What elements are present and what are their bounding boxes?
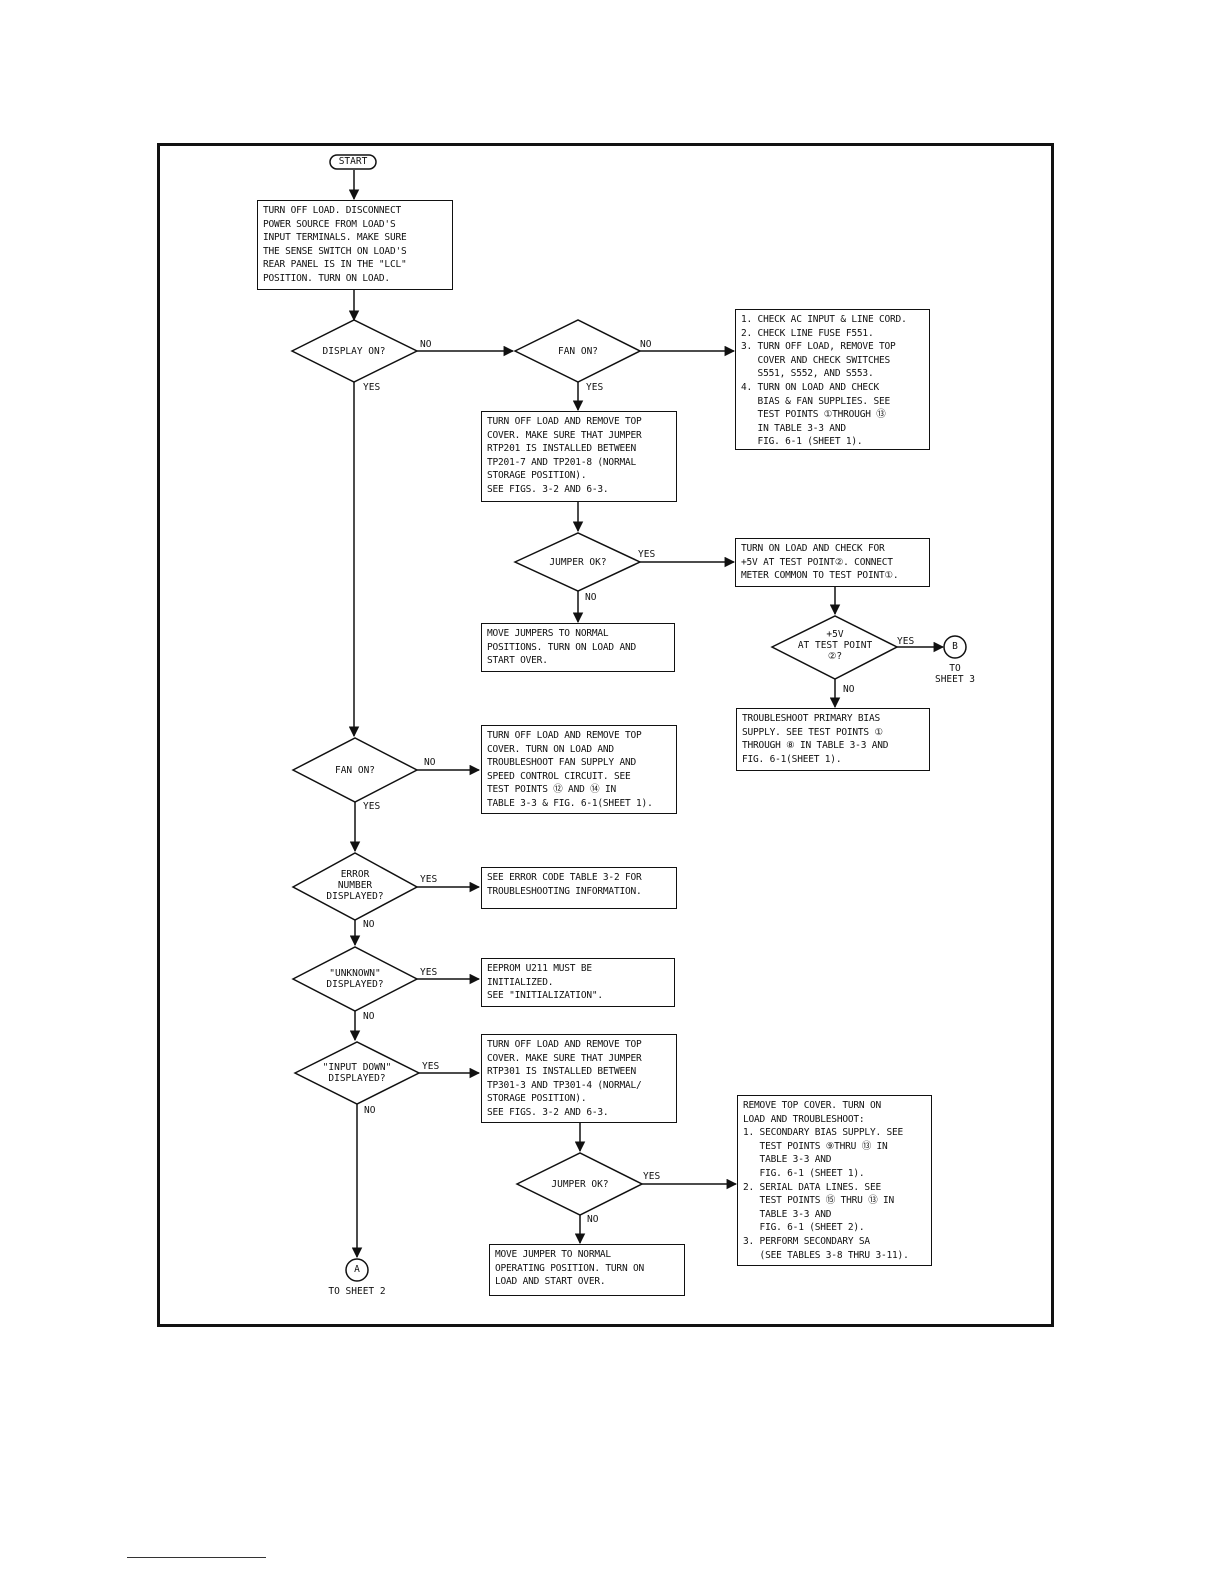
diagram-frame <box>157 143 1054 1327</box>
box-primary-bias: TROUBLESHOOT PRIMARY BIAS SUPPLY. SEE TE… <box>736 708 930 771</box>
box-check-ac: 1. CHECK AC INPUT & LINE CORD. 2. CHECK … <box>735 309 930 450</box>
to-sheet-3: TO SHEET 3 <box>934 663 976 685</box>
label-yes: YES <box>897 636 915 647</box>
connector-a-circle <box>345 1258 369 1282</box>
label-yes: YES <box>363 382 381 393</box>
box-jumper-rtp201: TURN OFF LOAD AND REMOVE TOP COVER. MAKE… <box>481 411 677 502</box>
box-secondary: REMOVE TOP COVER. TURN ON LOAD AND TROUB… <box>737 1095 932 1266</box>
box-initial: TURN OFF LOAD. DISCONNECT POWER SOURCE F… <box>257 200 453 290</box>
label-yes: YES <box>643 1171 661 1182</box>
decision-unknown-text: "UNKNOWN" DISPLAYED? <box>326 968 384 990</box>
start-label: START <box>338 156 368 167</box>
label-no: NO <box>640 339 652 350</box>
box-eeprom: EEPROM U211 MUST BE INITIALIZED. SEE "IN… <box>481 958 675 1007</box>
label-no: NO <box>364 1105 376 1116</box>
label-no: NO <box>587 1214 599 1225</box>
box-error-table: SEE ERROR CODE TABLE 3-2 FOR TROUBLESHOO… <box>481 867 677 909</box>
label-no: NO <box>363 1011 375 1022</box>
start-terminator <box>329 154 377 170</box>
decision-5v-text: +5V AT TEST POINT ②? <box>797 629 873 662</box>
decision-fan-on-2-text: FAN ON? <box>334 765 376 776</box>
decision-input-down-text: "INPUT DOWN" DISPLAYED? <box>322 1062 392 1084</box>
decision-error-text: ERROR NUMBER DISPLAYED? <box>326 869 384 902</box>
label-no: NO <box>585 592 597 603</box>
decision-fan-on-1-text: FAN ON? <box>557 346 599 357</box>
label-yes: YES <box>638 549 656 560</box>
box-fan-supply: TURN OFF LOAD AND REMOVE TOP COVER. TURN… <box>481 725 677 814</box>
connector-b-label: B <box>952 641 958 652</box>
label-yes: YES <box>422 1061 440 1072</box>
connector-a-label: A <box>354 1264 360 1275</box>
label-no: NO <box>420 339 432 350</box>
label-no: NO <box>843 684 855 695</box>
label-yes: YES <box>420 967 438 978</box>
label-no: NO <box>363 919 375 930</box>
decision-display-on-text: DISPLAY ON? <box>322 346 386 357</box>
label-yes: YES <box>586 382 604 393</box>
box-move-jumpers: MOVE JUMPERS TO NORMAL POSITIONS. TURN O… <box>481 623 675 672</box>
label-yes: YES <box>363 801 381 812</box>
label-yes: YES <box>420 874 438 885</box>
to-sheet-2: TO SHEET 2 <box>328 1286 386 1297</box>
box-move-jumper: MOVE JUMPER TO NORMAL OPERATING POSITION… <box>489 1244 685 1296</box>
connector-b-circle <box>943 635 967 659</box>
box-jumper-rtp301: TURN OFF LOAD AND REMOVE TOP COVER. MAKE… <box>481 1034 677 1123</box>
decision-jumper-ok-1-text: JUMPER OK? <box>549 557 607 568</box>
decision-jumper-ok-2-text: JUMPER OK? <box>551 1179 609 1190</box>
footnote-rule <box>127 1557 266 1558</box>
box-check-5v: TURN ON LOAD AND CHECK FOR +5V AT TEST P… <box>735 538 930 587</box>
label-no: NO <box>424 757 436 768</box>
